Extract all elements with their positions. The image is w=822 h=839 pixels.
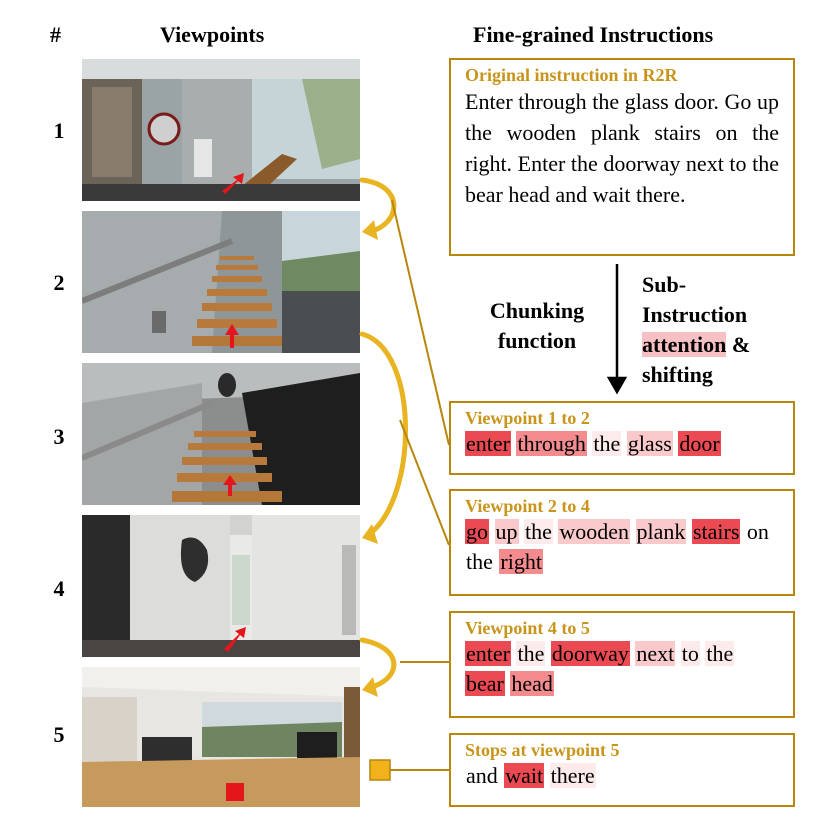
header-number: #	[50, 22, 61, 47]
arrow-vp4-to-vp5	[359, 637, 397, 691]
attention-word: the	[466, 549, 493, 574]
ampersand: &	[726, 332, 751, 357]
subinstruction-line1: Sub-	[642, 272, 687, 297]
sub-box-words: enter the doorway next to the bear head	[465, 639, 779, 699]
attention-word: the	[524, 519, 553, 544]
attention-word: the	[705, 641, 735, 666]
arrowhead-vp2	[362, 220, 378, 240]
attention-word: the	[592, 431, 622, 456]
attention-word: to	[680, 641, 700, 666]
sub-box-words: go up the wooden plank stairs on the rig…	[465, 517, 779, 577]
subinstruction-line4: shifting	[642, 362, 713, 387]
header-viewpoints: Viewpoints	[160, 22, 265, 47]
attention-word: enter	[465, 431, 511, 456]
viewpoint-image-3	[82, 363, 360, 505]
original-instruction-box: Original instruction in R2R Enter throug…	[449, 58, 795, 256]
attention-word: up	[494, 519, 519, 544]
sub-box-title: Viewpoint 1 to 2	[465, 408, 590, 428]
attention-word: next	[635, 641, 676, 666]
arrowhead-vp5	[362, 677, 378, 697]
original-instruction-text: Enter through the glass door. Go up the …	[465, 89, 779, 207]
attention-word: on	[746, 519, 769, 544]
attention-word: wait	[504, 763, 545, 788]
attention-word: wooden	[558, 519, 631, 544]
attention-word: enter	[465, 641, 511, 666]
attention-highlight: attention	[642, 332, 727, 357]
row-number-2: 2	[53, 270, 65, 295]
sub-box-title: Viewpoint 2 to 4	[465, 496, 590, 516]
row-number-4: 4	[53, 576, 65, 601]
attention-word: bear	[465, 671, 505, 696]
header-instructions: Fine-grained Instructions	[473, 22, 714, 47]
viewpoint-image-4	[82, 515, 360, 657]
viewpoint-image-1	[82, 59, 360, 201]
attention-word: glass	[626, 431, 673, 456]
attention-word: door	[678, 431, 721, 456]
subinstruction-line2: Instruction	[642, 302, 748, 327]
chunking-function-label: Chunking function	[478, 296, 596, 356]
sub-box-words: and wait there	[465, 761, 779, 791]
stop-indicator-icon	[369, 759, 391, 781]
viewpoint-image-5	[82, 667, 360, 807]
link-box-1	[391, 199, 450, 446]
row-number-1: 1	[53, 118, 65, 143]
row-number-3: 3	[53, 424, 65, 449]
sub-box-title: Viewpoint 4 to 5	[465, 618, 590, 638]
arrowhead-vp4	[362, 524, 378, 544]
attention-word: right	[499, 549, 543, 574]
viewpoint-image-2	[82, 211, 360, 353]
chunking-line1: Chunking	[489, 298, 585, 323]
sub-instruction-box-4: Stops at viewpoint 5 and wait there	[449, 733, 795, 807]
direction-arrow-1	[222, 173, 244, 194]
attention-word: there	[549, 763, 596, 788]
direction-arrow-2	[225, 324, 239, 348]
arrow-vp1-to-vp2	[359, 177, 397, 235]
attention-word: stairs	[691, 519, 741, 544]
row-number-5: 5	[53, 722, 65, 747]
sub-instruction-box-3: Viewpoint 4 to 5 enter the doorway next …	[449, 611, 795, 718]
attention-word: plank	[635, 519, 687, 544]
direction-arrow-3	[223, 475, 237, 496]
chunking-arrow-head	[606, 376, 628, 395]
chunking-line2: function	[497, 328, 577, 353]
sub-instruction-box-1: Viewpoint 1 to 2 enter through the glass…	[449, 401, 795, 475]
attention-word: and	[466, 763, 498, 788]
stop-marker	[226, 783, 244, 801]
arrow-vp2-to-vp4	[359, 331, 408, 538]
sub-box-words: enter through the glass door	[465, 429, 779, 459]
attention-word: the	[516, 641, 546, 666]
link-box-2	[399, 419, 450, 546]
attention-word: head	[510, 671, 554, 696]
attention-word: through	[516, 431, 587, 456]
sub-box-title: Stops at viewpoint 5	[465, 740, 620, 760]
sub-instruction-box-2: Viewpoint 2 to 4 go up the wooden plank …	[449, 489, 795, 596]
subinstruction-label: Sub- Instruction attention & shifting	[642, 270, 750, 390]
attention-word: go	[465, 519, 489, 544]
attention-word: doorway	[550, 641, 630, 666]
direction-arrow-4	[224, 627, 246, 652]
subinstruction-line3: attention &	[642, 330, 750, 360]
original-instruction-title: Original instruction in R2R	[465, 65, 678, 85]
